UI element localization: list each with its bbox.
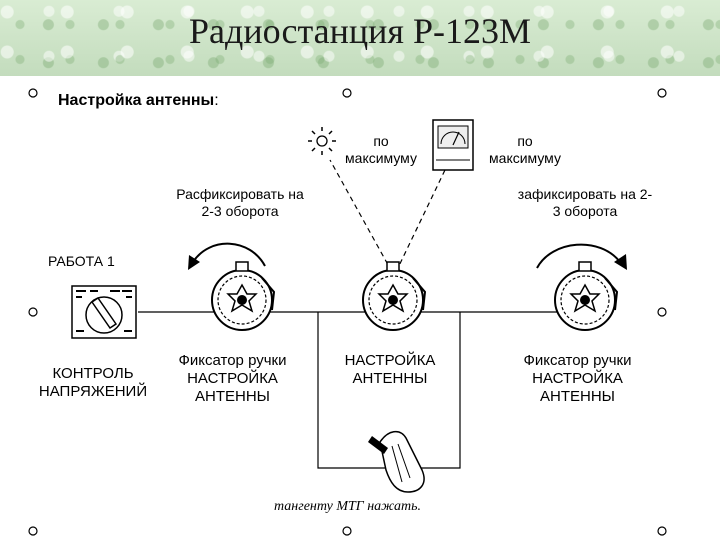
label-kontrol: КОНТРОЛЬ НАПРЯЖЕНИЙ bbox=[28, 365, 158, 401]
marker-circle bbox=[28, 307, 38, 317]
section-heading-text: Настройка антенны bbox=[58, 92, 215, 109]
marker-circle bbox=[657, 526, 667, 536]
marker-circle bbox=[657, 88, 667, 98]
label-nastroika-line1: НАСТРОЙКА bbox=[344, 352, 436, 369]
rotate-cw-arrow-icon bbox=[536, 243, 621, 269]
rotate-cw-arrowhead bbox=[614, 254, 627, 270]
tuning-dashed-lines bbox=[329, 159, 446, 273]
meter-icon bbox=[432, 119, 474, 171]
page-title: Радиостанция Р-123М bbox=[189, 11, 531, 51]
rotate-ccw-arrowhead bbox=[188, 255, 200, 270]
marker-circle bbox=[28, 88, 38, 98]
marker-circle bbox=[657, 307, 667, 317]
label-po-max-left: по максимуму bbox=[345, 133, 417, 166]
knob-icon bbox=[554, 261, 619, 331]
label-fixator-left-line1: Фиксатор ручки bbox=[178, 352, 287, 369]
label-fixator-right: Фиксатор ручки НАСТРОЙКА АНТЕННЫ bbox=[510, 352, 645, 406]
label-po-max-right: по максимуму bbox=[489, 133, 561, 166]
label-fixator-right-line2: НАСТРОЙКА bbox=[532, 370, 623, 387]
label-nastroika-line2: АНТЕННЫ bbox=[352, 370, 428, 387]
label-tangenta: тангенту МТГ нажать. bbox=[274, 499, 421, 514]
label-kontrol-line1: КОНТРОЛЬ bbox=[52, 365, 134, 382]
microphone-tangent-icon bbox=[368, 430, 425, 493]
section-heading-colon: : bbox=[214, 92, 219, 109]
knob-icon bbox=[211, 261, 276, 331]
label-unlock: Расфиксировать на 2-3 оборота bbox=[176, 186, 304, 219]
label-fixator-left-line3: АНТЕННЫ bbox=[195, 388, 270, 405]
section-heading: Настройка антенны: bbox=[58, 92, 219, 110]
frame-markers bbox=[28, 88, 667, 536]
title-banner bbox=[0, 0, 720, 76]
sun-icon bbox=[308, 127, 336, 155]
marker-circle bbox=[28, 526, 38, 536]
marker-circle bbox=[342, 88, 352, 98]
label-nastroika: НАСТРОЙКА АНТЕННЫ bbox=[325, 352, 455, 388]
connection-lines bbox=[138, 311, 560, 469]
label-fixator-left: Фиксатор ручки НАСТРОЙКА АНТЕННЫ bbox=[165, 352, 300, 406]
knob-icon bbox=[362, 261, 427, 331]
label-fixator-left-line2: НАСТРОЙКА bbox=[187, 370, 278, 387]
label-fixator-right-line1: Фиксатор ручки bbox=[523, 352, 632, 369]
marker-circle bbox=[342, 526, 352, 536]
rotate-ccw-arrow-icon bbox=[192, 242, 266, 267]
label-kontrol-line2: НАПРЯЖЕНИЙ bbox=[38, 383, 148, 400]
label-fixator-right-line3: АНТЕННЫ bbox=[540, 388, 615, 405]
label-rabota: РАБОТА 1 bbox=[48, 253, 115, 269]
voltage-switch-icon bbox=[71, 285, 137, 339]
label-lock: зафиксировать на 2- 3 оборота bbox=[517, 186, 653, 219]
